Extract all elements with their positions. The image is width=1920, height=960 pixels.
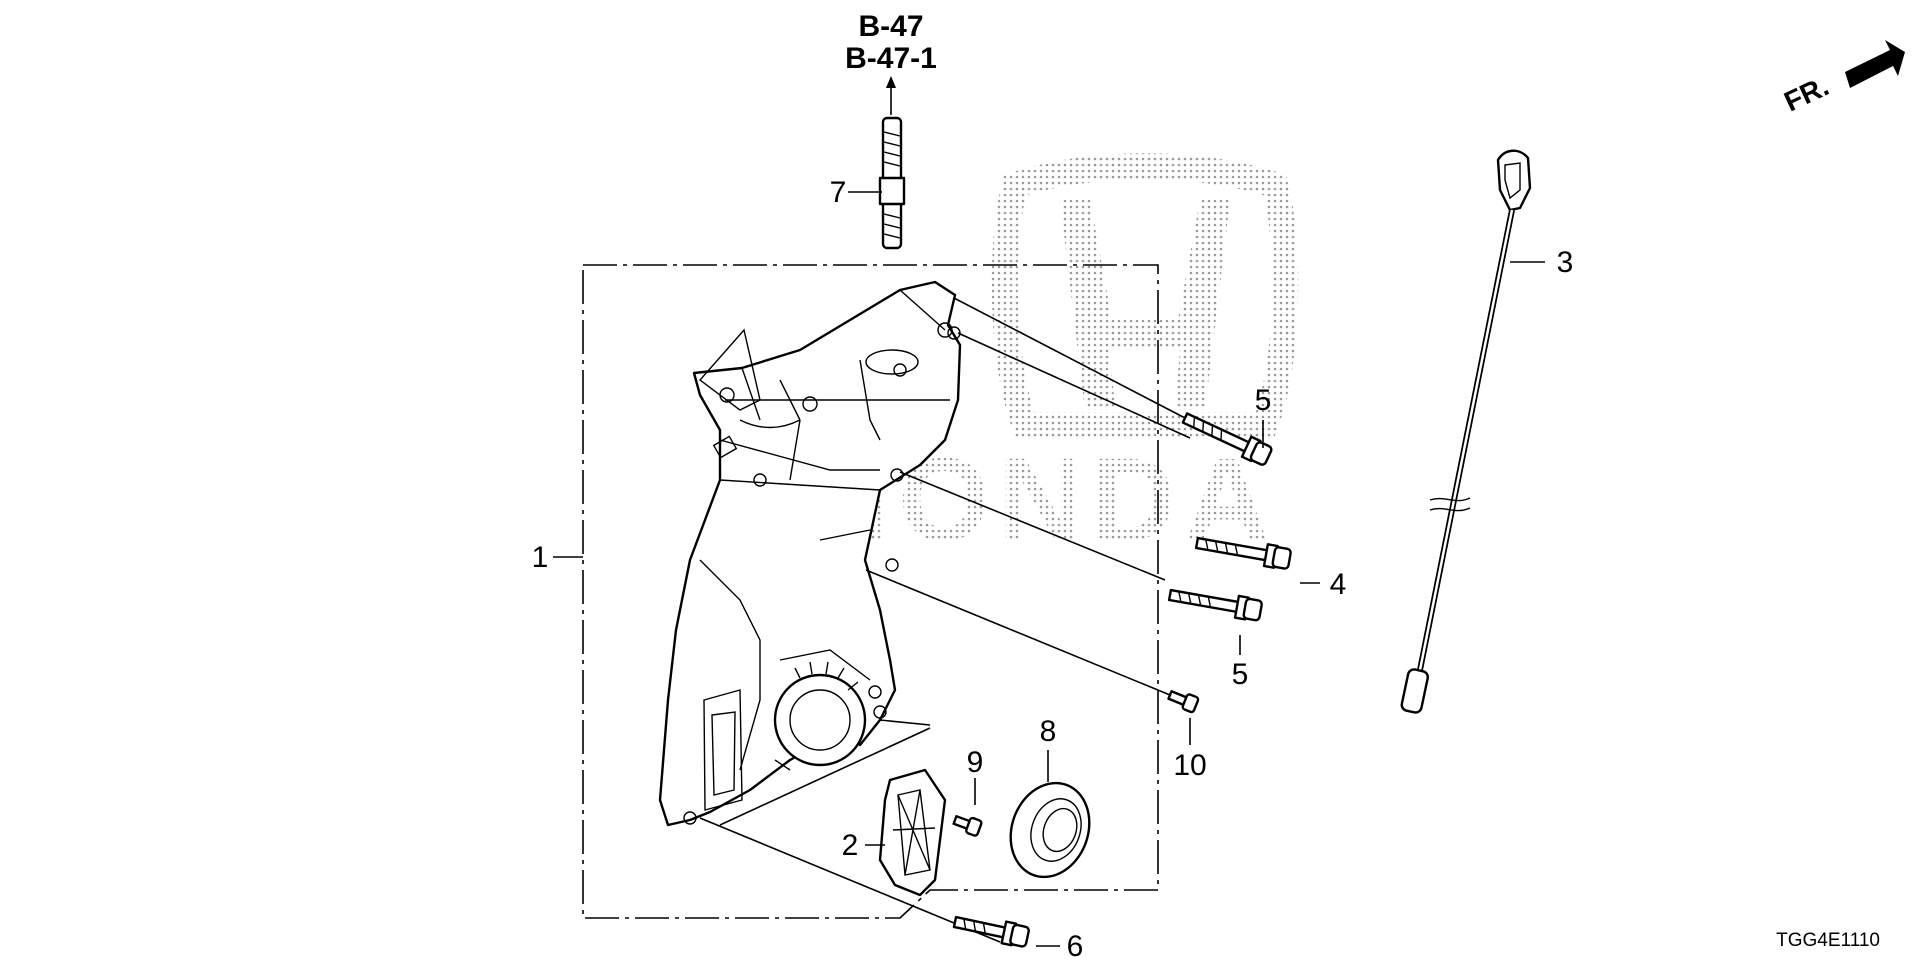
part-5-lower-bolt[interactable] <box>1167 584 1263 622</box>
front-label: FR. <box>1779 70 1833 117</box>
leader-path-10 <box>865 569 1171 696</box>
reference-code-b47[interactable]: B-47 <box>858 10 923 43</box>
leader-path-5-lower <box>899 471 1166 581</box>
part-3-dipstick[interactable] <box>1400 149 1532 714</box>
reference-arrow-head <box>886 76 896 88</box>
callout-4[interactable]: 4 <box>1330 568 1347 601</box>
leader-path-4 <box>957 332 1191 439</box>
part-9-bolt[interactable] <box>952 812 983 837</box>
callout-7[interactable]: 7 <box>830 176 847 209</box>
bracket-line-lower <box>719 727 931 826</box>
reference-code-b47-1[interactable]: B-47-1 <box>845 42 937 75</box>
leader-bolt-5-upper-path <box>953 297 1186 419</box>
part-10-bolt[interactable] <box>1167 688 1200 714</box>
callout-10[interactable]: 10 <box>1173 749 1206 782</box>
part-4-bolt[interactable] <box>1194 532 1292 570</box>
chain-case-cover[interactable] <box>658 280 962 827</box>
callout-2[interactable]: 2 <box>842 829 859 862</box>
callout-5-upper[interactable]: 5 <box>1255 384 1272 417</box>
part-7-stud[interactable] <box>878 116 906 250</box>
bracket-line-upper <box>879 719 931 726</box>
callout-6[interactable]: 6 <box>1067 930 1084 960</box>
front-indicator: FR. <box>1779 40 1905 117</box>
diagram-code: TGG4E1110 <box>1776 930 1880 951</box>
callout-3[interactable]: 3 <box>1557 246 1574 279</box>
part-6-bolt[interactable] <box>952 911 1030 948</box>
callout-8[interactable]: 8 <box>1040 715 1057 748</box>
callout-9[interactable]: 9 <box>967 746 984 779</box>
leader-path-6 <box>699 817 1001 943</box>
part-8-oil-seal[interactable] <box>998 772 1102 888</box>
part-2-cover-plate[interactable] <box>878 768 947 897</box>
assembly-group-box <box>582 264 1159 919</box>
front-arrow-icon <box>1845 40 1905 88</box>
part-5-upper-bolt[interactable] <box>1180 408 1273 467</box>
callout-5-lower[interactable]: 5 <box>1232 658 1249 691</box>
callout-1[interactable]: 1 <box>532 541 549 574</box>
